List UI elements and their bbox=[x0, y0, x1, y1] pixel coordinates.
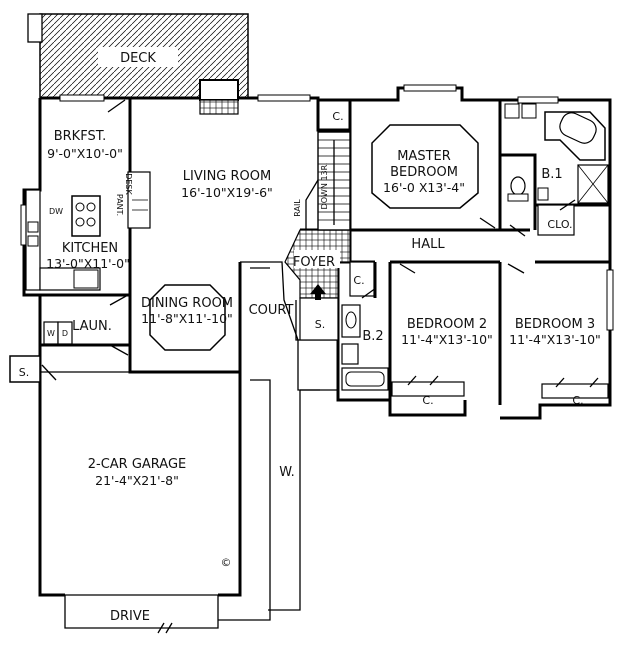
bath-1-label: B.1 bbox=[541, 167, 562, 182]
dining-room-size: 11'-8"X11'-10" bbox=[141, 311, 233, 326]
stairs bbox=[305, 131, 351, 231]
deck-label: DECK bbox=[120, 51, 156, 66]
fireplace bbox=[199, 79, 239, 115]
drive bbox=[64, 595, 219, 634]
breakfast-label: BRKFST. bbox=[54, 129, 107, 144]
dryer-label: D bbox=[62, 329, 68, 338]
closet-label-master: C. bbox=[332, 110, 343, 123]
closet-label-bedroom-2: C. bbox=[422, 394, 433, 407]
living-room-label: LIVING ROOM bbox=[183, 169, 271, 184]
kitchen-label: KITCHEN bbox=[62, 241, 118, 256]
master-ceiling-outline bbox=[371, 124, 479, 209]
master-bedroom-label-1: MASTER bbox=[397, 149, 451, 164]
living-room-size: 16'-10"X19'-6" bbox=[181, 185, 273, 200]
laundry-fixtures bbox=[43, 321, 73, 345]
garage-size: 21'-4"X21'-8" bbox=[95, 473, 179, 488]
door-swings bbox=[41, 99, 599, 388]
dishwasher-label: DW bbox=[49, 207, 63, 216]
entry-arrow-icon bbox=[310, 284, 326, 300]
drive-label: DRIVE bbox=[110, 609, 150, 624]
storage-label-garage: S. bbox=[19, 366, 29, 379]
master-bath-fixtures bbox=[504, 103, 609, 204]
kitchen-fixtures bbox=[25, 171, 151, 291]
hall-label: HALL bbox=[411, 237, 445, 252]
deck-area bbox=[27, 13, 249, 99]
garage-label: 2-CAR GARAGE bbox=[88, 457, 187, 472]
bedroom-2-size: 11'-4"X13'-10" bbox=[401, 332, 493, 347]
master-bedroom-size: 16'-0 X13'-4" bbox=[383, 180, 465, 195]
walk-label: W. bbox=[279, 465, 295, 480]
court-label: COURT bbox=[249, 303, 294, 318]
windows bbox=[20, 84, 614, 331]
breakfast-size: 9'-0"X10'-0" bbox=[47, 146, 123, 161]
kitchen-size: 13'-0"X11'-0" bbox=[46, 256, 130, 271]
copyright-icon: © bbox=[221, 556, 232, 569]
bedroom-2-label: BEDROOM 2 bbox=[407, 317, 487, 332]
bedroom-3-size: 11'-4"X13'-10" bbox=[509, 332, 601, 347]
laundry-label: LAUN. bbox=[72, 319, 112, 334]
master-bedroom-label-2: BEDROOM bbox=[390, 165, 458, 180]
washer-label: W bbox=[47, 329, 55, 338]
foyer-label: FOYER bbox=[293, 255, 335, 270]
bedroom-3-label: BEDROOM 3 bbox=[515, 317, 595, 332]
rail-label: RAIL bbox=[293, 199, 302, 217]
foyer-tile bbox=[284, 229, 351, 341]
garage-structure bbox=[9, 355, 242, 597]
stairs-label: DOWN 13R. bbox=[320, 163, 329, 210]
storage-label-foyer: S. bbox=[315, 318, 325, 331]
bath-2-fixtures bbox=[341, 304, 389, 391]
closet-large-label: CLO. bbox=[547, 218, 572, 231]
exterior-walls bbox=[22, 86, 612, 420]
closet-label-bedroom-3: C. bbox=[572, 394, 583, 407]
desk-label: DESK bbox=[124, 173, 133, 195]
dining-ceiling-outline bbox=[149, 284, 226, 351]
bath-2-label: B.2 bbox=[362, 329, 383, 344]
closet-label-foyer: C. bbox=[353, 274, 364, 287]
pantry-label: PANT. bbox=[115, 194, 124, 216]
closets bbox=[349, 204, 609, 399]
dining-room-label: DINING ROOM bbox=[141, 296, 233, 311]
